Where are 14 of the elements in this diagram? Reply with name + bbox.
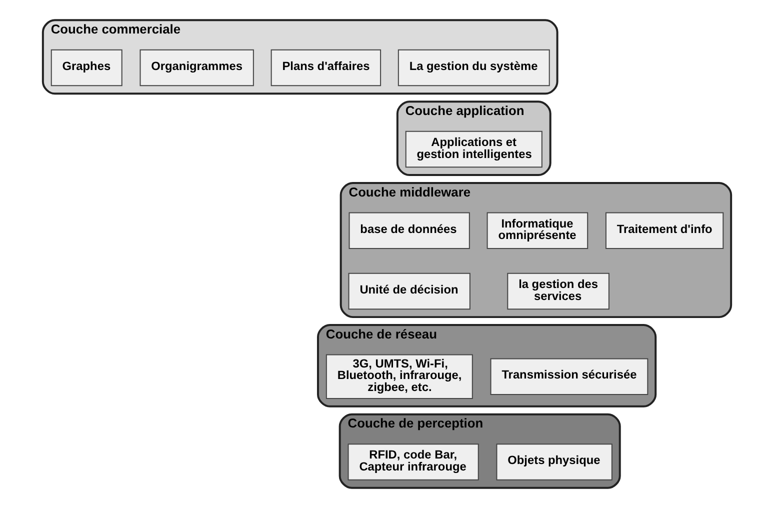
node-box: 3G, UMTS, Wi-Fi, Bluetooth, infrarouge, zigbee, etc. [326, 354, 473, 399]
node-box: Informatique omniprésente [486, 212, 588, 250]
node-box: RFID, code Bar, Capteur infrarouge [348, 444, 479, 480]
node-box: la gestion des services [507, 272, 610, 310]
node-box: Traitement d'info [605, 212, 724, 250]
node-box: Transmission sécurisée [490, 358, 648, 396]
node-box: La gestion du système [398, 49, 550, 86]
node-box: base de données [348, 212, 470, 250]
node-box: Plans d'affaires [270, 49, 382, 86]
node-box: Objets physique [496, 444, 612, 480]
node-box: Organigrammes [140, 49, 254, 86]
node-box: Unité de décision [348, 272, 470, 310]
node-box: Applications et gestion intelligentes [405, 130, 542, 168]
node-box: Graphes [50, 49, 122, 86]
